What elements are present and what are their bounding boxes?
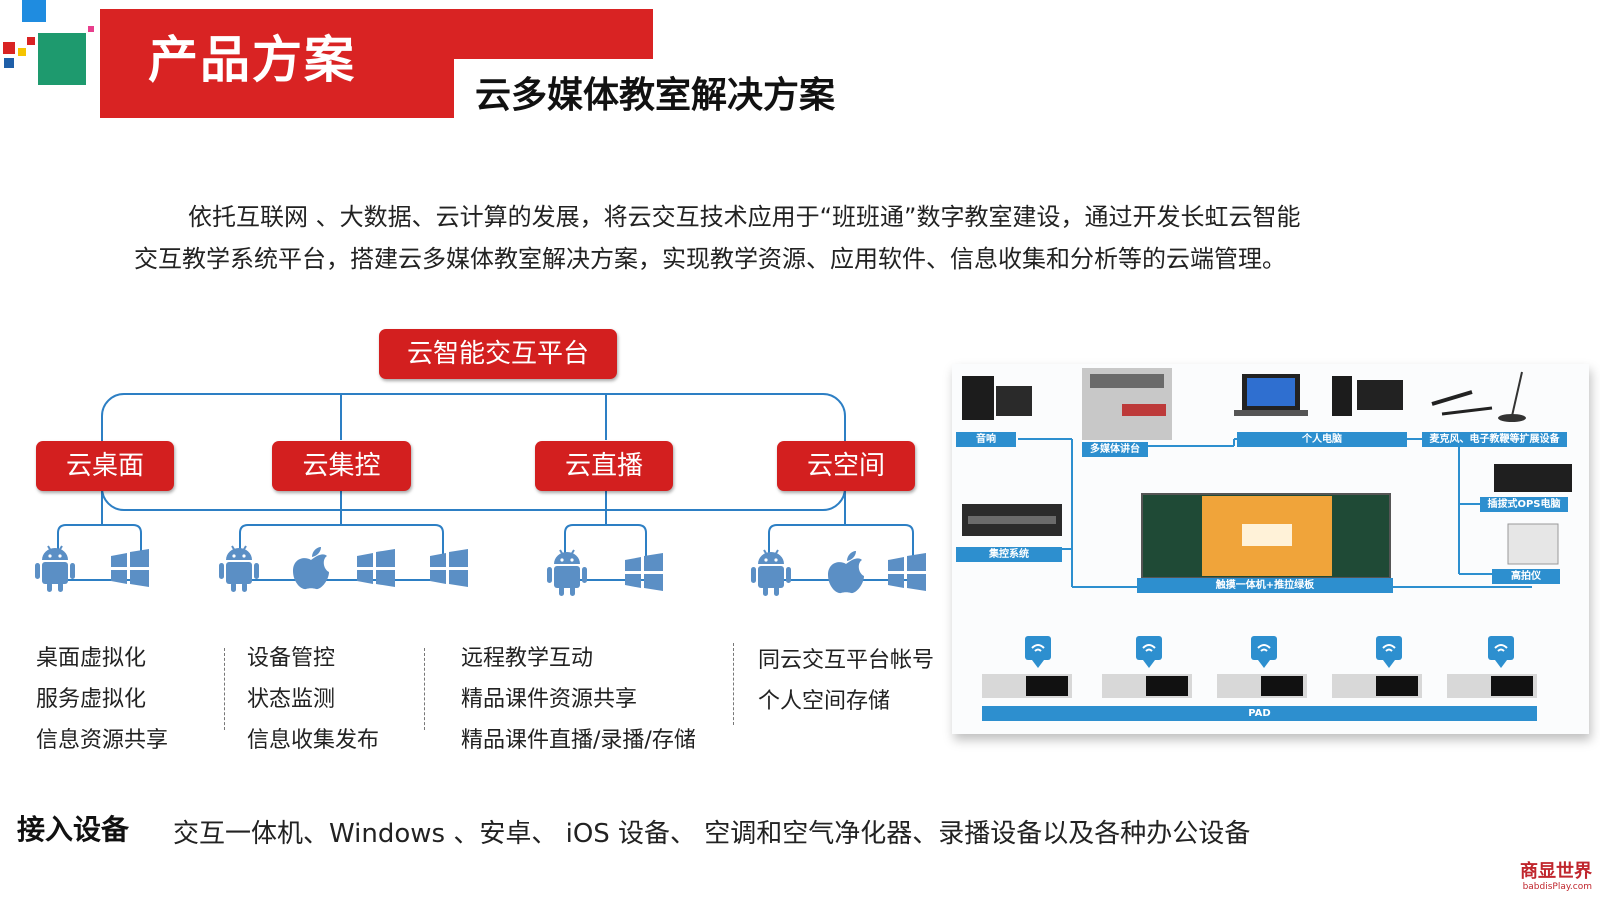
- divider: [224, 648, 225, 730]
- windows-icon: [888, 553, 926, 591]
- title-banner: [100, 9, 653, 59]
- feature-item: 远程教学互动: [461, 646, 594, 671]
- logo-mark: [0, 0, 100, 90]
- windows-icon: [430, 549, 468, 587]
- features-cloud-live: 远程教学互动 精品课件资源共享 精品课件直播/录播/存储: [461, 638, 696, 761]
- device-connectors: [962, 368, 1572, 698]
- watermark-name: 商显世界: [1520, 861, 1592, 882]
- label-camera: 高拍仪: [1492, 569, 1560, 584]
- feature-item: 个人空间存储: [758, 689, 891, 714]
- desktop-device: [1332, 376, 1352, 416]
- ops-device: [1494, 464, 1572, 492]
- features-cloud-control: 设备管控 状态监测 信息收集发布: [247, 638, 379, 761]
- windows-icon: [625, 553, 663, 591]
- node-cloud-live: 云直播: [535, 441, 673, 491]
- divider: [424, 648, 425, 730]
- feature-item: 桌面虚拟化: [36, 646, 147, 671]
- android-icon: [546, 549, 588, 597]
- node-cloud-desktop: 云桌面: [36, 441, 174, 491]
- pad-devices: [982, 674, 1537, 698]
- access-devices-label: 接入设备: [17, 813, 130, 846]
- watermark-url: babdisPlay.com: [1522, 882, 1592, 892]
- node-cloud-platform: 云智能交互平台: [379, 329, 617, 379]
- android-icon: [750, 549, 792, 597]
- apple-icon: [293, 547, 329, 590]
- access-devices-text: 交互一体机、Windows 、安卓、 iOS 设备、 空调和空气净化器、录播设备…: [173, 819, 1251, 849]
- label-pad: PAD: [982, 706, 1537, 721]
- label-board: 触摸一体机+推拉绿板: [1137, 578, 1393, 593]
- intro-line-1: 依托互联网 、大数据、云计算的发展，将云交互技术应用于“班班通”数字教室建设，通…: [188, 203, 1301, 231]
- feature-item: 信息收集发布: [247, 728, 380, 753]
- feature-item: 服务虚拟化: [36, 687, 147, 712]
- speaker-device: [962, 376, 994, 420]
- intro-paragraph: 依托互联网 、大数据、云计算的发展，将云交互技术应用于“班班通”数字教室建设，通…: [134, 196, 1464, 280]
- page-title: 产品方案: [148, 31, 356, 89]
- feature-item: 状态监测: [247, 687, 336, 712]
- label-speaker: 音响: [956, 432, 1016, 447]
- page-subtitle: 云多媒体教室解决方案: [475, 75, 836, 116]
- android-icon: [218, 545, 260, 593]
- divider: [733, 643, 734, 725]
- intro-line-2: 交互教学系统平台，搭建云多媒体教室解决方案，实现教学资源、应用软件、信息收集和分…: [134, 245, 1286, 273]
- node-cloud-control: 云集控: [272, 441, 411, 491]
- label-pc: 个人电脑: [1237, 432, 1407, 447]
- apple-icon: [828, 551, 864, 594]
- label-control: 集控系统: [956, 547, 1062, 562]
- label-mic: 麦克风、电子教鞭等扩展设备: [1422, 432, 1567, 447]
- watermark-logo: 商显世界 babdisPlay.com: [1520, 861, 1592, 893]
- feature-item: 精品课件资源共享: [461, 687, 638, 712]
- feature-item: 设备管控: [247, 646, 336, 671]
- feature-item: 精品课件直播/录播/存储: [461, 728, 696, 753]
- windows-icon: [357, 549, 395, 587]
- node-cloud-space: 云空间: [777, 441, 915, 491]
- wifi-icon: [1025, 636, 1514, 668]
- classroom-device-diagram: 音响 多媒体讲台 个人电脑 麦克风、电子教鞭等扩展设备 插拔式OPS电脑 集控系…: [952, 364, 1589, 734]
- features-cloud-space: 同云交互平台帐号 个人空间存储: [758, 640, 934, 722]
- mic-device: [1431, 390, 1473, 406]
- title-banner-lower: [100, 59, 454, 118]
- document-camera-device: [1507, 523, 1559, 565]
- windows-icon: [111, 549, 149, 587]
- features-cloud-desktop: 桌面虚拟化 服务虚拟化 信息资源共享: [36, 638, 168, 761]
- feature-item: 信息资源共享: [36, 728, 169, 753]
- feature-item: 同云交互平台帐号: [758, 648, 935, 673]
- android-icon: [34, 545, 76, 593]
- label-ops: 插拔式OPS电脑: [1480, 497, 1568, 512]
- label-podium: 多媒体讲台: [1082, 442, 1148, 457]
